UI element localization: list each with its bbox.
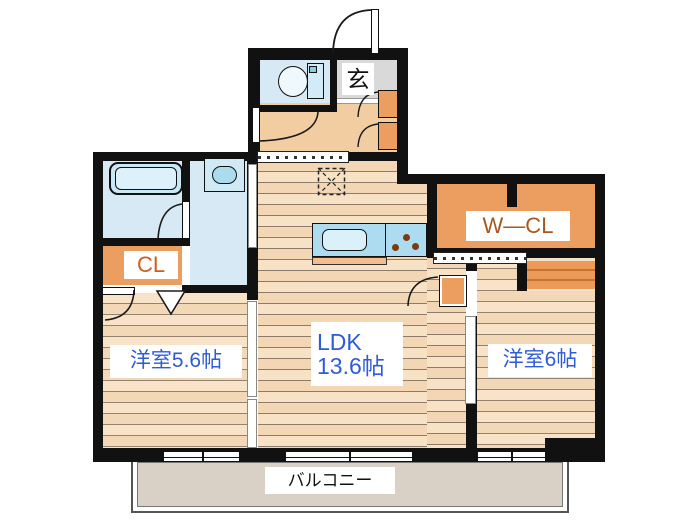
window-tick bbox=[202, 449, 204, 462]
balcony-label: バルコニー bbox=[265, 467, 395, 494]
sliding-door-bedroom-west-a bbox=[247, 301, 257, 397]
wall-stub-below-wcl bbox=[517, 258, 527, 291]
bedroom-east-label-text: 洋室6帖 bbox=[502, 348, 578, 372]
wall-left bbox=[93, 152, 103, 462]
shoe-cabinet bbox=[378, 90, 398, 118]
kitchen-sink bbox=[322, 229, 367, 251]
bathroom-door-leaf bbox=[182, 201, 190, 239]
wall-right bbox=[595, 174, 605, 462]
refrigerator-space-cross bbox=[317, 167, 346, 196]
entrance-label-text: 玄 bbox=[346, 65, 370, 92]
wall-wcl-top bbox=[397, 174, 605, 184]
window-bedroom-east bbox=[477, 449, 546, 462]
window-ldk bbox=[285, 449, 413, 462]
stove-burner bbox=[412, 243, 419, 250]
entrance-door-arc bbox=[332, 9, 373, 54]
bedroom-west-label-text: 洋室5.6帖 bbox=[129, 349, 223, 373]
bedroom-west-label: 洋室5.6帖 bbox=[110, 345, 242, 378]
sliding-door-bedroom-west-b bbox=[247, 399, 257, 448]
toilet-door-leaf bbox=[252, 107, 260, 143]
balcony-label-text: バルコニー bbox=[287, 470, 373, 490]
toilet-tank-button bbox=[309, 66, 317, 73]
stove-burner bbox=[392, 244, 399, 251]
shoe-cabinet-door-arc bbox=[357, 123, 379, 148]
walk-in-closet-label: W—CL bbox=[466, 211, 570, 241]
sliding-door-bedroom-east bbox=[465, 316, 476, 404]
window-sash-line bbox=[164, 456, 239, 458]
window-tick bbox=[511, 449, 513, 462]
closet-fold-door-arc bbox=[104, 289, 135, 321]
stove-burner bbox=[403, 234, 410, 241]
window-tick bbox=[349, 449, 351, 462]
window-bedroom-west bbox=[163, 449, 240, 462]
ldk-floor bbox=[258, 161, 427, 448]
entrance-label: 玄 bbox=[342, 63, 374, 95]
wall-entrance-top bbox=[248, 48, 408, 60]
toilet-door-arc bbox=[258, 111, 319, 142]
refrigerator-space-dashed bbox=[317, 167, 346, 196]
bedroom-east-label: 洋室6帖 bbox=[488, 344, 592, 377]
exterior-notch bbox=[407, 150, 427, 176]
shoe-cabinet-door-arc bbox=[357, 91, 379, 118]
sliding-opening-wcl bbox=[433, 252, 527, 264]
shoe-cabinet bbox=[378, 122, 398, 150]
closet-label: CL bbox=[124, 251, 178, 279]
toilet-bowl bbox=[278, 66, 308, 97]
wall-toilet-bottom bbox=[260, 105, 337, 112]
sliding-door-washroom bbox=[248, 164, 257, 248]
wall-bath-bottom bbox=[103, 238, 190, 246]
wall-toilet-entrance bbox=[330, 60, 337, 112]
wall-wcl-left bbox=[427, 174, 437, 258]
bathroom-door-arc bbox=[157, 203, 183, 240]
ldk-label: LDK 13.6帖 bbox=[311, 322, 403, 386]
washbasin-bowl bbox=[212, 166, 237, 184]
closet-label-text: CL bbox=[136, 252, 166, 278]
ldk-size-text: 13.6帖 bbox=[317, 353, 385, 379]
bathtub-inner bbox=[115, 167, 177, 190]
wall-wcl-stub bbox=[507, 184, 517, 207]
bedroom-east-closet-strip bbox=[527, 261, 595, 291]
wall-entrance-right bbox=[397, 48, 408, 184]
bedroom-east-door-arc bbox=[407, 276, 439, 307]
wall-corner-bottom-right bbox=[545, 438, 605, 462]
kitchen-cabinet-strip bbox=[312, 257, 387, 265]
bedroom-east-door-panel bbox=[439, 275, 467, 307]
doorway-bedroom-east bbox=[466, 271, 477, 316]
sliding-partition-ldk-hall bbox=[257, 151, 349, 163]
ldk-name-text: LDK bbox=[317, 328, 362, 355]
walk-in-closet-label-text: W—CL bbox=[482, 213, 554, 239]
wall-washroom-bottom bbox=[182, 285, 258, 293]
closet-fold-door-triangle bbox=[155, 290, 187, 316]
entrance-door-leaf bbox=[371, 9, 379, 54]
